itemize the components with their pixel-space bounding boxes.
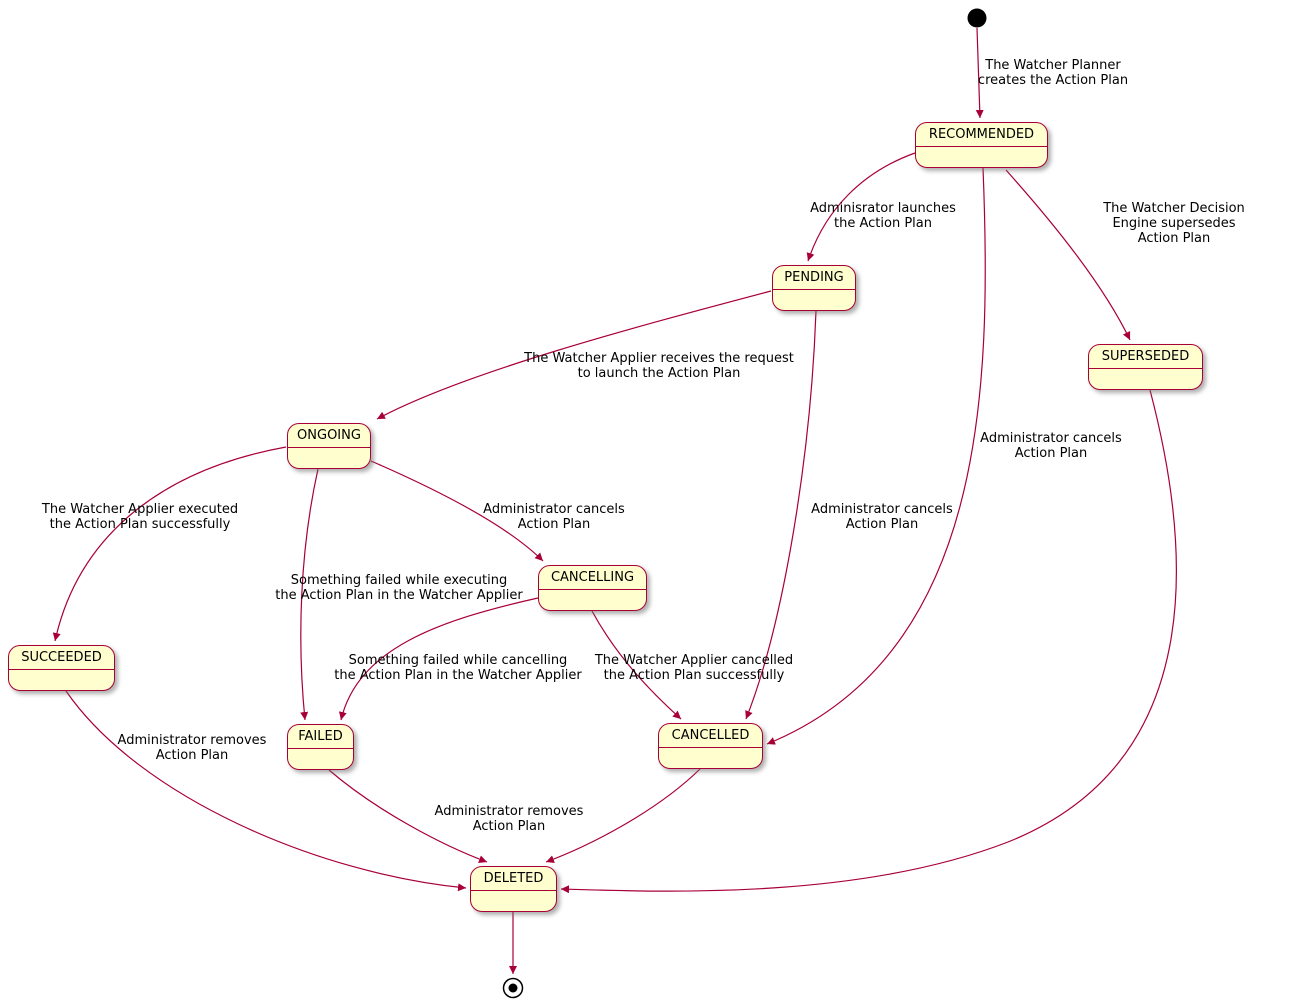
edge-ongoing-succeeded xyxy=(52,446,287,642)
state-ongoing-label: ONGOING xyxy=(288,424,370,448)
edge-ongoing-failed xyxy=(300,468,319,721)
edge-cancelling-cancelled xyxy=(591,610,682,720)
edge-initial-recommended xyxy=(975,27,984,119)
state-cancelled: CANCELLED xyxy=(658,723,763,769)
state-failed: FAILED xyxy=(287,724,354,770)
edge-recommended-cancelled xyxy=(766,167,986,745)
state-succeeded-label: SUCCEEDED xyxy=(9,646,114,670)
transition-label-pending-ongoing: The Watcher Applier receives the request… xyxy=(524,351,794,381)
state-cancelling-label: CANCELLING xyxy=(539,566,646,590)
state-recommended: RECOMMENDED xyxy=(915,122,1048,168)
state-cancelled-body xyxy=(659,748,762,767)
transition-label-ongoing-cancelling: Administrator cancels Action Plan xyxy=(483,502,625,532)
state-superseded: SUPERSEDED xyxy=(1088,344,1203,390)
edge-superseded-deleted xyxy=(560,389,1177,894)
state-cancelled-label: CANCELLED xyxy=(659,724,762,748)
transition-label-cancelling-cancelled: The Watcher Applier cancelled the Action… xyxy=(594,653,794,683)
edge-failed-deleted xyxy=(328,769,488,863)
edge-pending-ongoing xyxy=(376,290,772,420)
transition-label-succeeded-deleted: Administrator removes Action Plan xyxy=(117,733,267,763)
transition-label-pending-cancelled: Administrator cancels Action Plan xyxy=(811,502,953,532)
edge-recommended-superseded xyxy=(1005,169,1131,341)
transition-label-ongoing-succeeded: The Watcher Applier executed the Action … xyxy=(41,502,239,532)
edge-recommended-pending xyxy=(806,152,916,262)
transition-label-cancelling-failed: Something failed while cancelling the Ac… xyxy=(334,653,582,683)
state-failed-label: FAILED xyxy=(288,725,353,749)
edge-succeeded-deleted xyxy=(65,690,467,892)
state-pending: PENDING xyxy=(772,265,856,311)
transition-label-recommended-superseded: The Watcher Decision Engine supersedes A… xyxy=(1103,201,1245,246)
state-deleted: DELETED xyxy=(470,866,557,912)
edge-ongoing-cancelling xyxy=(370,460,544,562)
transition-label-ongoing-failed: Something failed while executing the Act… xyxy=(275,573,523,603)
edge-cancelled-deleted xyxy=(545,768,701,863)
state-succeeded: SUCCEEDED xyxy=(8,645,115,691)
edge-pending-cancelled xyxy=(745,310,817,720)
state-superseded-body xyxy=(1089,369,1202,388)
final-state-node xyxy=(502,977,524,999)
state-ongoing: ONGOING xyxy=(287,423,371,469)
edge-cancelling-failed xyxy=(338,597,539,721)
state-pending-body xyxy=(773,290,855,309)
transition-label-initial-recommended: The Watcher Planner creates the Action P… xyxy=(977,58,1129,88)
state-failed-body xyxy=(288,749,353,768)
state-cancelling-body xyxy=(539,590,646,609)
transition-label-recommended-pending: Adminisrator launches the Action Plan xyxy=(810,201,956,231)
transition-label-recommended-cancelled: Administrator cancels Action Plan xyxy=(980,431,1122,461)
state-recommended-body xyxy=(916,147,1047,166)
transition-label-failed-deleted: Administrator removes Action Plan xyxy=(434,804,584,834)
state-cancelling: CANCELLING xyxy=(538,565,647,611)
state-superseded-label: SUPERSEDED xyxy=(1089,345,1202,369)
state-succeeded-body xyxy=(9,670,114,689)
initial-state-node xyxy=(967,8,987,28)
state-deleted-body xyxy=(471,891,556,910)
state-deleted-label: DELETED xyxy=(471,867,556,891)
state-ongoing-body xyxy=(288,448,370,467)
state-pending-label: PENDING xyxy=(773,266,855,290)
state-recommended-label: RECOMMENDED xyxy=(916,123,1047,147)
